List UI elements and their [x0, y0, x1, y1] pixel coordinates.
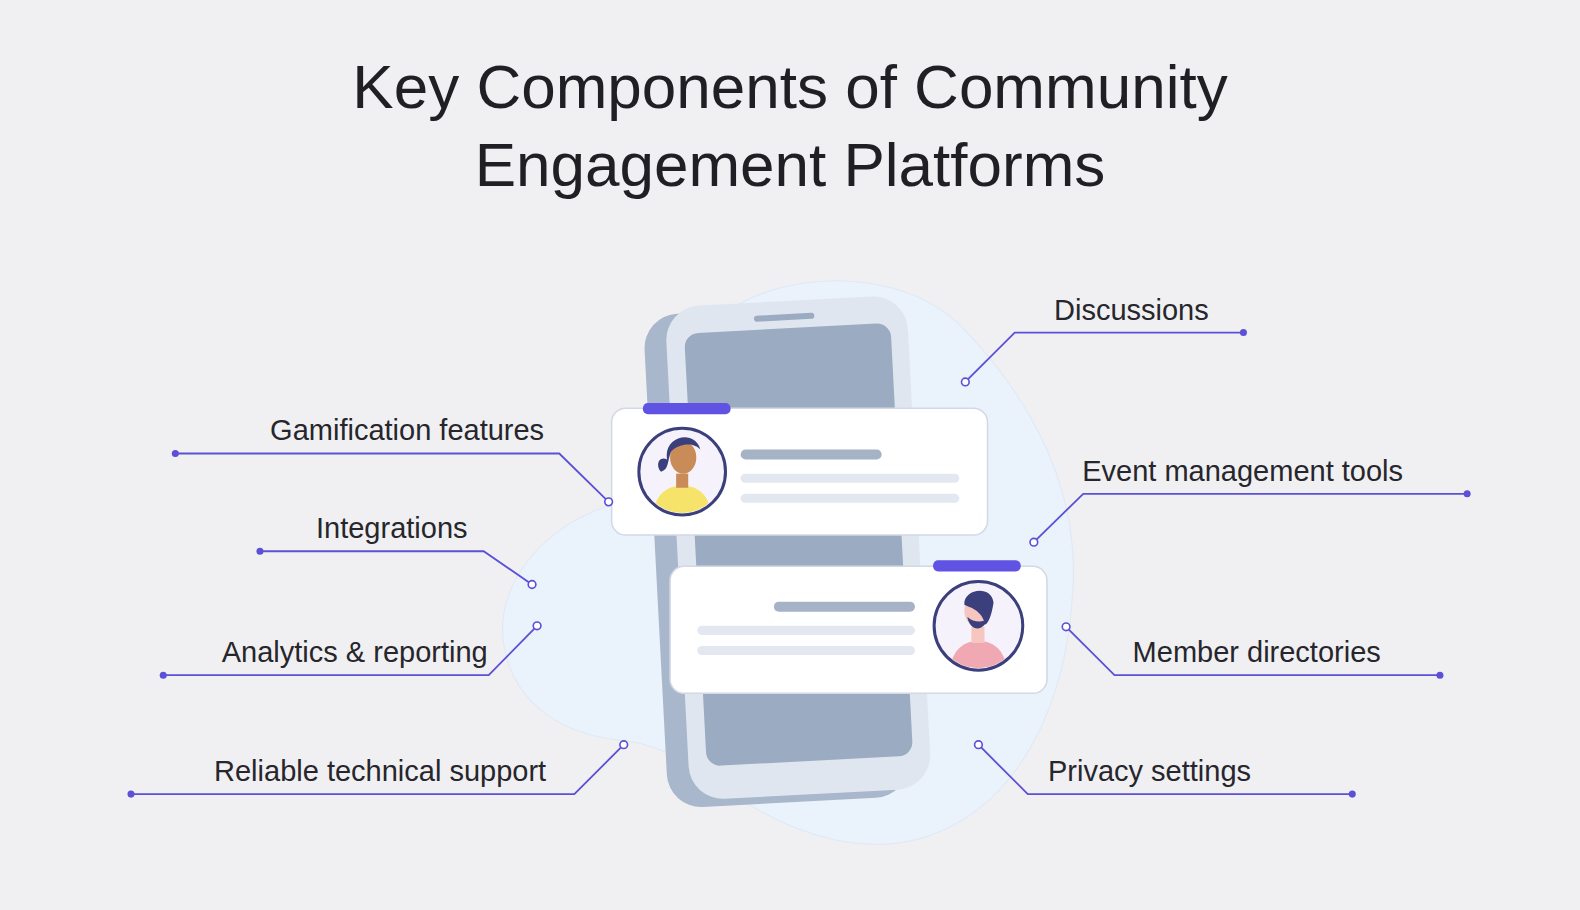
component-label: Analytics & reporting: [222, 635, 488, 669]
component-label: Discussions: [1054, 293, 1209, 327]
component-label: Integrations: [316, 511, 468, 545]
background-blob: [503, 281, 1074, 844]
chat-card: [612, 403, 988, 535]
component-label: Event management tools: [1082, 454, 1403, 488]
leader-dots: [127, 329, 1470, 798]
component-label: Privacy settings: [1048, 754, 1251, 788]
leader-lines: [131, 333, 1467, 795]
leader-anchors: [528, 378, 1070, 748]
component-label: Member directories: [1133, 635, 1381, 669]
component-label: Reliable technical support: [214, 754, 546, 788]
component-label: Gamification features: [270, 413, 544, 447]
phone: [642, 295, 932, 809]
diagram-title: Key Components of Community Engagement P…: [270, 48, 1310, 204]
chat-card: [670, 560, 1047, 693]
